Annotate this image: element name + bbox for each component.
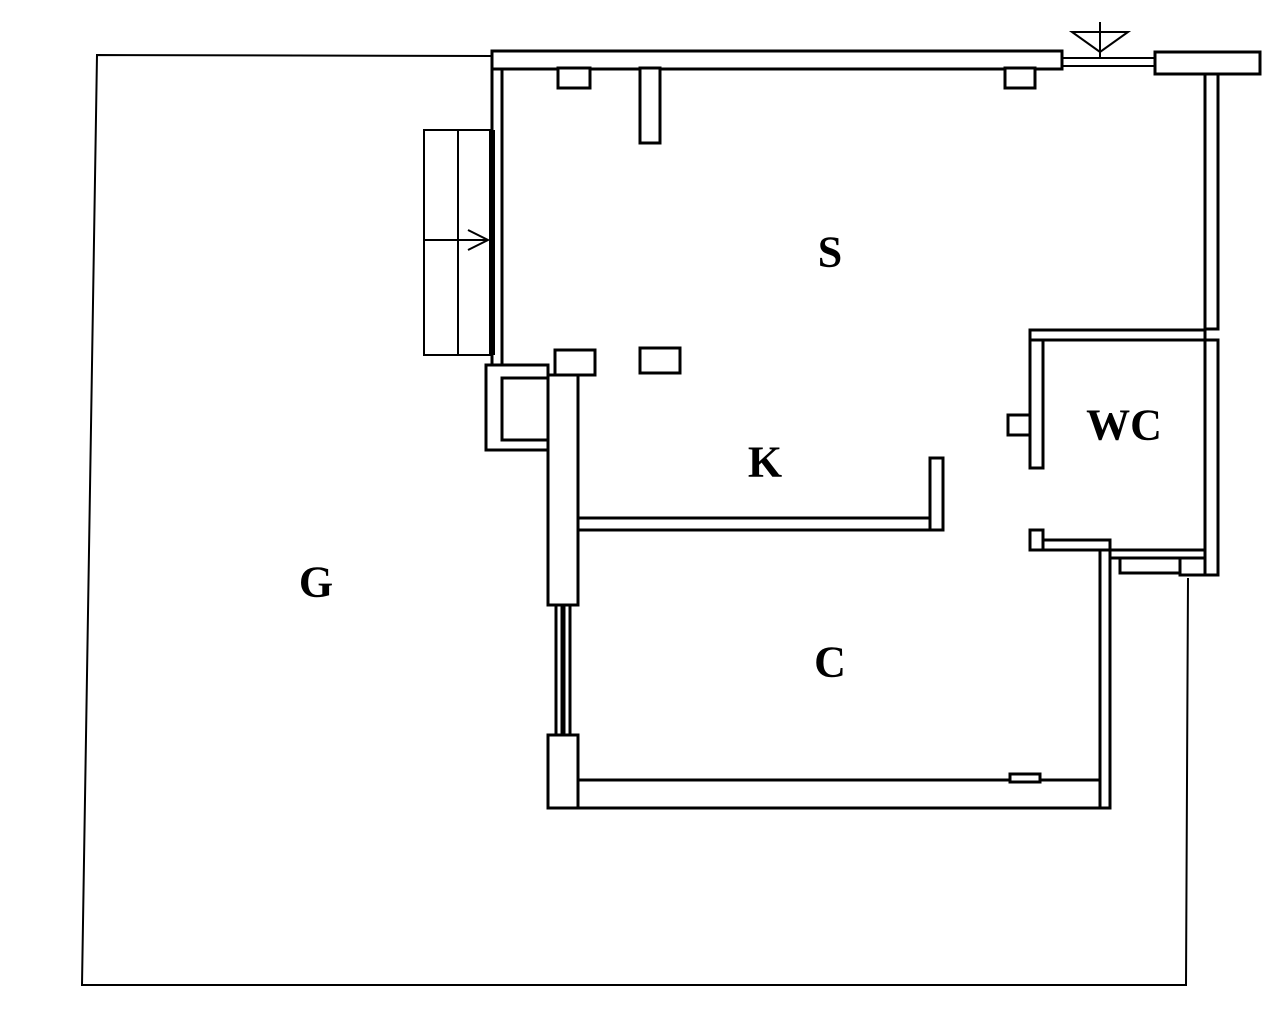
entrance-marker-icon — [1068, 22, 1132, 58]
room-label-wc: WC — [1086, 400, 1162, 450]
room-label-c: C — [814, 637, 846, 687]
room-label-s: S — [817, 227, 843, 277]
garden-boundary — [80, 53, 1189, 986]
room-label-k: K — [747, 437, 783, 487]
walls — [484, 49, 1262, 810]
stair — [423, 129, 491, 356]
arrow-icon — [467, 229, 491, 251]
room-label-g: G — [298, 557, 334, 607]
